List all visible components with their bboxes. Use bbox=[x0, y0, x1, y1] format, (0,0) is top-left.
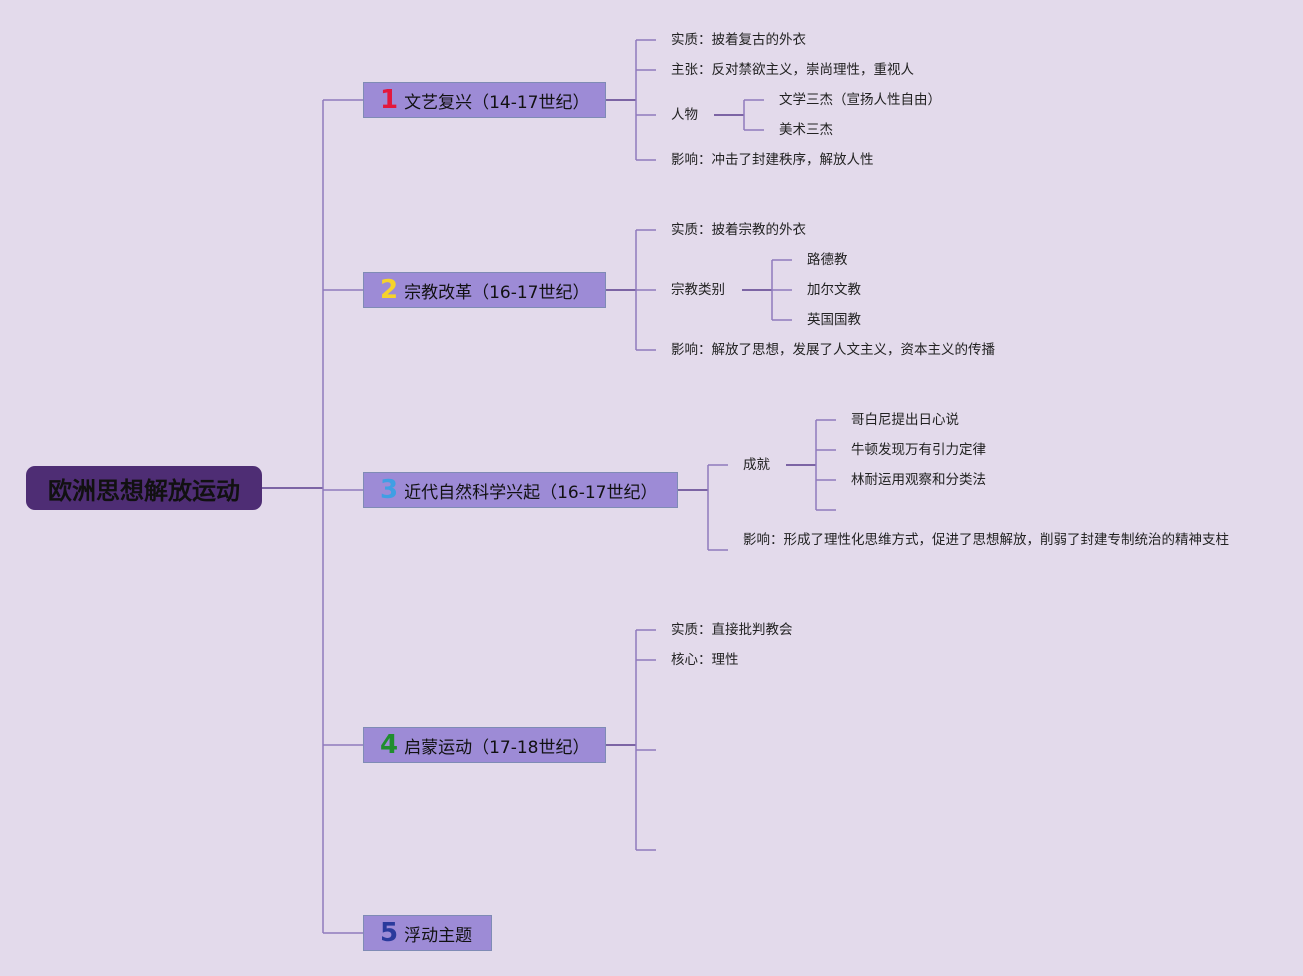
enlightenment-essence[interactable]: 实质：直接批判教会 bbox=[671, 622, 793, 638]
type-anglican[interactable]: 英国国教 bbox=[807, 312, 861, 328]
branch-title: 近代自然科学兴起（16-17世纪） bbox=[404, 482, 658, 503]
science-achievements[interactable]: 成就 bbox=[743, 457, 770, 473]
renaissance-claim[interactable]: 主张：反对禁欲主义，崇尚理性，重视人 bbox=[671, 62, 914, 78]
renaissance-essence[interactable]: 实质：披着复古的外衣 bbox=[671, 32, 806, 48]
people-literature[interactable]: 文学三杰（宣扬人性自由） bbox=[779, 92, 941, 108]
achievement-copernicus[interactable]: 哥白尼提出日心说 bbox=[851, 412, 959, 428]
renaissance-people[interactable]: 人物 bbox=[671, 107, 698, 123]
branch-title: 文艺复兴（14-17世纪） bbox=[404, 92, 590, 113]
people-art[interactable]: 美术三杰 bbox=[779, 122, 833, 138]
branch-reformation[interactable]: 2 宗教改革（16-17世纪） bbox=[363, 272, 606, 308]
renaissance-impact[interactable]: 影响：冲击了封建秩序，解放人性 bbox=[671, 152, 874, 168]
enlightenment-core[interactable]: 核心：理性 bbox=[671, 652, 739, 668]
achievement-linnaeus[interactable]: 林耐运用观察和分类法 bbox=[851, 472, 986, 488]
number-2-icon: 2 bbox=[380, 275, 399, 305]
type-lutheran[interactable]: 路德教 bbox=[807, 252, 848, 268]
root-title: 欧洲思想解放运动 bbox=[48, 476, 240, 505]
branch-title: 宗教改革（16-17世纪） bbox=[404, 282, 590, 303]
branch-title: 启蒙运动（17-18世纪） bbox=[404, 737, 590, 758]
branch-title: 浮动主题 bbox=[404, 925, 473, 946]
reformation-essence[interactable]: 实质：披着宗教的外衣 bbox=[671, 222, 806, 238]
number-4-icon: 4 bbox=[380, 730, 399, 760]
number-3-icon: 3 bbox=[380, 475, 399, 505]
number-5-icon: 5 bbox=[380, 918, 399, 948]
root-topic[interactable]: 欧洲思想解放运动 bbox=[26, 466, 262, 510]
branch-renaissance[interactable]: 1 文艺复兴（14-17世纪） bbox=[363, 82, 606, 118]
branch-floating-topic[interactable]: 5 浮动主题 bbox=[363, 915, 492, 951]
reformation-impact[interactable]: 影响：解放了思想，发展了人文主义，资本主义的传播 bbox=[671, 342, 995, 358]
branch-science[interactable]: 3 近代自然科学兴起（16-17世纪） bbox=[363, 472, 678, 508]
number-1-icon: 1 bbox=[380, 85, 399, 115]
branch-enlightenment[interactable]: 4 启蒙运动（17-18世纪） bbox=[363, 727, 606, 763]
science-impact[interactable]: 影响：形成了理性化思维方式，促进了思想解放，削弱了封建专制统治的精神支柱 bbox=[743, 532, 1229, 548]
reformation-types[interactable]: 宗教类别 bbox=[671, 282, 725, 298]
type-calvinist[interactable]: 加尔文教 bbox=[807, 282, 861, 298]
achievement-newton[interactable]: 牛顿发现万有引力定律 bbox=[851, 442, 986, 458]
